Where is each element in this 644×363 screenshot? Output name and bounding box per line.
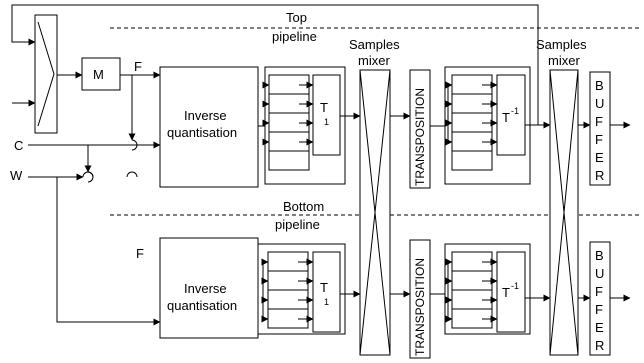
t1-bottom-sub: 1 [324,297,329,307]
tinv-top-label: T [502,110,510,125]
iq-bottom-label-line2: quantisation [167,298,237,313]
svg-text:R: R [595,168,604,183]
svg-text:U: U [595,266,604,281]
mixer2-label-line1: Samples [536,37,587,52]
tinv-top-sup: -1 [511,106,519,116]
w-crossover-arc-1 [82,171,94,178]
buffer-top-label: B U F F E R [595,78,604,183]
mixer1-label-line1: Samples [349,37,400,52]
iq-top-label-line2: quantisation [167,125,237,140]
t1-top-sub: 1 [324,117,329,127]
t1-block-bottom [312,251,341,333]
f-label-bottom: F [136,246,144,261]
svg-text:F: F [595,302,603,317]
svg-text:E: E [595,320,604,335]
feedback-loop-line [11,4,539,125]
tinv-bottom-label: T [502,285,510,300]
c-input-label: C [14,138,23,153]
svg-text:F: F [595,132,603,147]
inverse-quantisation-top [159,66,259,188]
tinv-block-top [496,74,526,156]
svg-text:B: B [595,78,604,93]
t1-bottom-label: T [320,280,328,295]
t1-top-label: T [320,100,328,115]
top-pipeline-label-line2: pipeline [272,29,317,44]
iq-top-label-line1: Inverse [184,108,227,123]
buffer-top [589,71,611,186]
svg-text:B: B [595,248,604,263]
svg-text:F: F [595,114,603,129]
w-input-label: W [10,168,23,183]
bottom-pipeline-label-line1: Bottom [283,199,324,214]
input-multiplexer-box [34,14,58,134]
w-to-iq-bottom-line [56,177,161,326]
tinv-block-bottom [496,251,526,333]
transposition-top-label: TRANSPOSITION [413,88,427,186]
bottom-pipeline-label-line2: pipeline [275,217,320,232]
svg-text:R: R [595,338,604,353]
tinv-bottom-sup: -1 [511,281,519,291]
m-block [81,57,121,91]
svg-text:U: U [595,96,604,111]
t1-block-top [312,74,341,156]
inverse-quantisation-bottom [159,237,259,339]
buffer-bottom-label: B U F F E R [595,248,604,353]
m-block-label: M [93,67,104,82]
mixer1-label-line2: mixer [358,53,390,68]
top-pipeline-label-line1: Top [286,10,307,25]
iq-bottom-label-line1: Inverse [184,281,227,296]
transposition-bottom [409,239,431,359]
c-crossover-arc [87,171,94,183]
transposition-top [409,69,431,189]
mixer2-label-line2: mixer [548,53,580,68]
w-crossover-arc-2 [126,171,138,178]
f-label-top: F [134,59,142,74]
svg-text:F: F [595,284,603,299]
svg-text:E: E [595,150,604,165]
input-multiplexer-shape [37,21,55,127]
transposition-bottom-label: TRANSPOSITION [413,258,427,356]
